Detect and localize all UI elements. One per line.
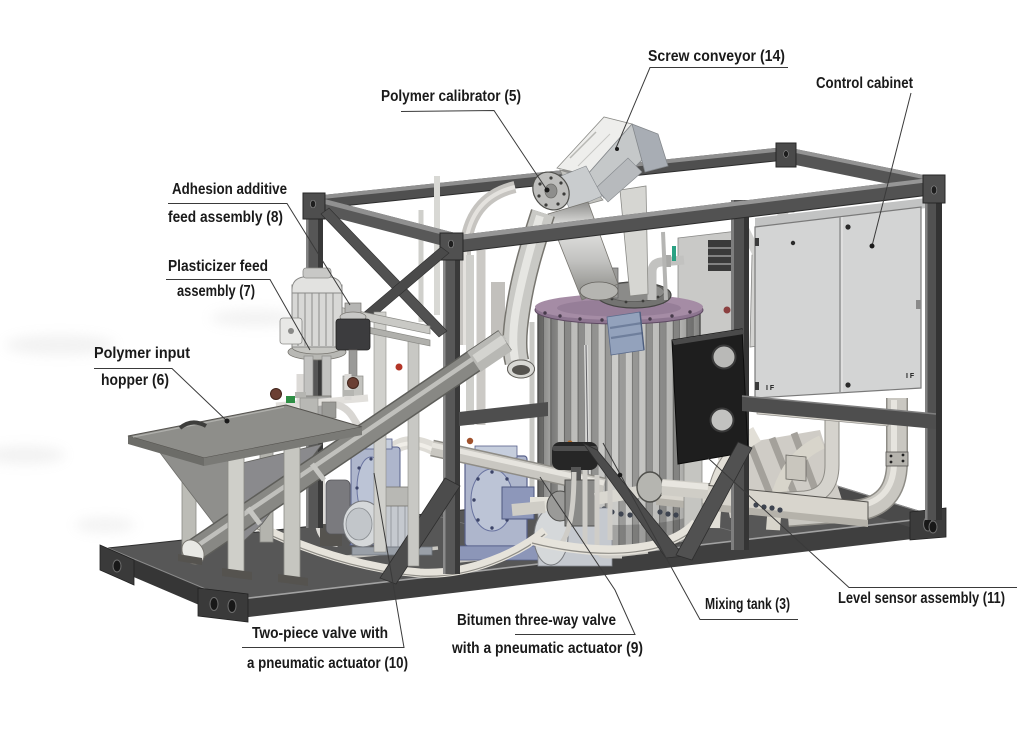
svg-text:Bitumen three-way valve: Bitumen three-way valve <box>457 612 616 629</box>
svg-text:assembly (7): assembly (7) <box>177 283 255 300</box>
svg-text:Polymer calibrator (5): Polymer calibrator (5) <box>381 88 521 105</box>
svg-text:Control cabinet: Control cabinet <box>816 75 914 92</box>
svg-text:Polymer input: Polymer input <box>94 345 191 362</box>
svg-text:I F: I F <box>906 373 915 380</box>
svg-text:hopper (6): hopper (6) <box>101 372 169 389</box>
svg-text:Adhesion additive: Adhesion additive <box>172 181 287 198</box>
svg-text:Screw conveyor (14): Screw conveyor (14) <box>648 48 785 65</box>
svg-text:Mixing tank (3): Mixing tank (3) <box>705 596 790 613</box>
svg-text:Two-piece valve with: Two-piece valve with <box>252 625 388 642</box>
svg-text:Level sensor assembly (11): Level sensor assembly (11) <box>838 590 1005 607</box>
svg-text:feed assembly (8): feed assembly (8) <box>168 209 283 226</box>
svg-text:with a pneumatic actuator (9): with a pneumatic actuator (9) <box>451 640 643 657</box>
svg-text:Plasticizer feed: Plasticizer feed <box>168 258 268 275</box>
svg-text:I F: I F <box>766 385 775 392</box>
svg-text:a pneumatic actuator (10): a pneumatic actuator (10) <box>247 655 408 672</box>
